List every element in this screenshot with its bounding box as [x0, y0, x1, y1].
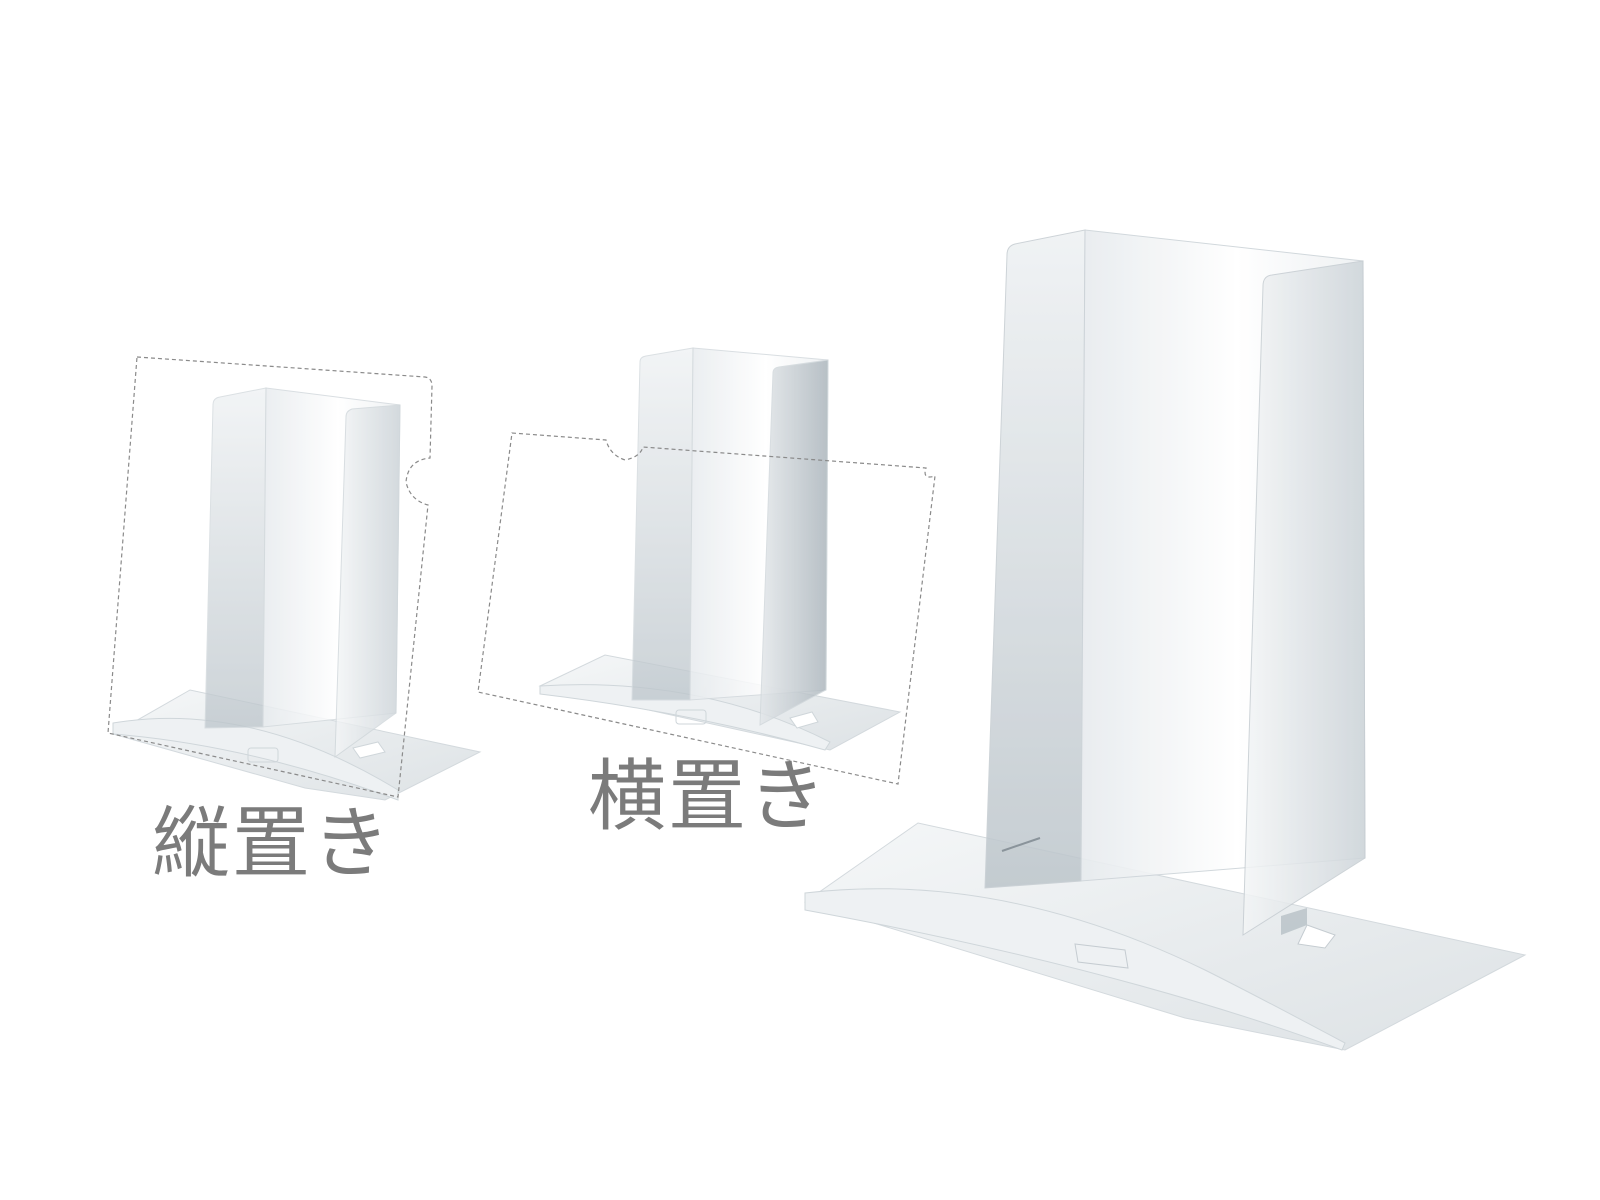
stand-assembled	[803, 229, 1527, 1051]
label-portrait: 縦置き	[152, 799, 393, 889]
dashed-guide-landscape	[477, 432, 936, 785]
label-landscape: 横置き	[588, 752, 829, 842]
dashed-guide-portrait	[107, 356, 433, 798]
stand-landscape	[477, 347, 936, 785]
stand-portrait	[107, 356, 482, 801]
